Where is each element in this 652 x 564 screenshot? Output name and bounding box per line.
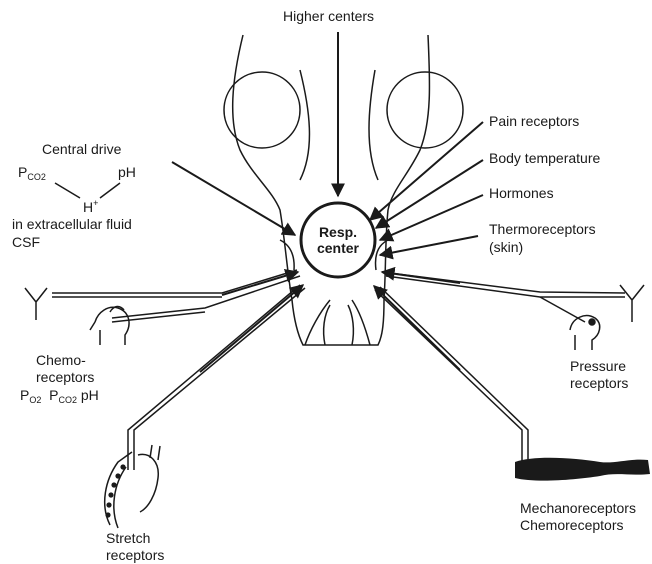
pco2-symbol: P <box>18 164 27 180</box>
carotid-sinus-right-icon <box>570 285 644 350</box>
resp-center-line2: center <box>298 240 378 256</box>
po2-subscript: O2 <box>29 395 41 405</box>
h-superscript: + <box>93 198 98 208</box>
resp-center-line1: Resp. <box>298 224 378 240</box>
hormones-label: Hormones <box>489 185 554 201</box>
chemoreceptors-gases: PO2 PCO2 pH <box>20 387 99 408</box>
pco2-subscript-2: CO2 <box>58 395 77 405</box>
csf-label: CSF <box>12 234 40 250</box>
thermoreceptors-label: Thermoreceptors <box>489 221 596 237</box>
arrow-central-drive <box>172 162 295 235</box>
arrow-hormones <box>380 195 483 240</box>
central-drive-h-ion: H+ <box>83 195 98 215</box>
body-temperature-label: Body temperature <box>489 150 600 166</box>
mechanoreceptors-label: Mechanoreceptors <box>520 500 636 516</box>
h-symbol: H <box>83 199 93 215</box>
pco2-subscript: CO2 <box>27 172 46 182</box>
po2-symbol: P <box>20 387 29 403</box>
central-drive-title: Central drive <box>42 141 121 157</box>
muscle-icon <box>515 458 650 481</box>
pressure-receptors-label-line1: Pressure <box>570 358 626 374</box>
brain-hemisphere-left <box>224 72 300 148</box>
ph-symbol-2: pH <box>81 387 99 403</box>
pain-receptors-label: Pain receptors <box>489 113 579 129</box>
thermoreceptors-sublabel: (skin) <box>489 239 523 255</box>
chemoreceptors-label-line1: Chemo- <box>36 352 86 368</box>
resp-center-label: Resp. center <box>298 224 378 256</box>
pressure-receptor-nerves <box>382 272 625 322</box>
stretch-receptors-label-line2: receptors <box>106 547 164 563</box>
mechanoreceptor-nerves <box>375 287 528 462</box>
central-drive-ph: pH <box>118 164 136 180</box>
chemoreceptor-nerves <box>52 270 300 322</box>
higher-centers-label: Higher centers <box>283 8 374 24</box>
central-drive-pco2: PCO2 <box>18 164 46 185</box>
arrow-mechanoreceptors <box>374 286 460 370</box>
extracellular-fluid-label: in extracellular fluid <box>12 216 132 232</box>
stretch-receptors-label-line1: Stretch <box>106 530 150 546</box>
chemoreceptors-label-line2: receptors <box>36 369 94 385</box>
pressure-receptors-label-line2: receptors <box>570 375 628 391</box>
arrow-stretch-receptors <box>200 285 303 372</box>
chemoreceptors-muscle-label: Chemoreceptors <box>520 517 624 533</box>
arrow-thermoreceptors <box>380 236 478 255</box>
